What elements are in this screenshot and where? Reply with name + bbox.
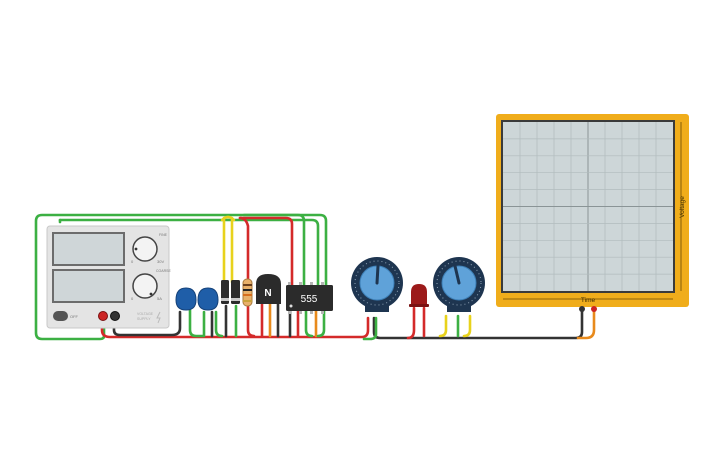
display-voltage bbox=[52, 232, 125, 266]
oscilloscope-grid bbox=[503, 122, 673, 291]
pot1-indicator bbox=[375, 264, 380, 285]
pot2-indicator bbox=[453, 264, 461, 285]
transistor-label: N bbox=[264, 288, 271, 299]
wire-yellow-top[interactable] bbox=[220, 215, 236, 222]
diode-1[interactable] bbox=[221, 280, 229, 304]
ic-pins bbox=[288, 282, 324, 314]
knob-current-indicator bbox=[149, 292, 153, 296]
wire-yellow-pot2[interactable] bbox=[438, 314, 448, 338]
wire-green-ic-5[interactable] bbox=[316, 308, 326, 338]
power-supply[interactable]: FINE COARSE 30V 5A 0 0 OFF VOLTAGE SUPPL… bbox=[46, 225, 171, 329]
potentiometer-2[interactable] bbox=[433, 257, 485, 312]
label-coarse: COARSE bbox=[156, 269, 171, 273]
wire-yellow-pot2b[interactable] bbox=[462, 314, 472, 338]
label-zero-v: 0 bbox=[131, 259, 134, 264]
power-switch-label: OFF bbox=[70, 314, 79, 319]
scope-probe-negative[interactable] bbox=[579, 306, 585, 312]
wire-red-led-1[interactable] bbox=[406, 306, 416, 340]
ic-pin1-marker bbox=[289, 304, 293, 308]
wire-green-top-2[interactable] bbox=[242, 213, 306, 288]
wire-green-ic-3[interactable] bbox=[304, 308, 314, 338]
potentiometer-1[interactable] bbox=[351, 257, 403, 312]
oscilloscope[interactable]: Time Voltage bbox=[496, 114, 689, 312]
knob-current[interactable] bbox=[132, 273, 158, 299]
ceramic-capacitor-1[interactable] bbox=[175, 287, 197, 311]
wire-red-top-1[interactable] bbox=[238, 216, 294, 288]
ic-label: 555 bbox=[301, 294, 318, 305]
npn-transistor[interactable]: N bbox=[256, 274, 281, 304]
wire-black-bottom-main[interactable] bbox=[112, 310, 182, 337]
wire-red-resistor[interactable] bbox=[238, 216, 250, 282]
scope-probe-positive[interactable] bbox=[591, 306, 597, 312]
diode-2[interactable] bbox=[231, 280, 240, 304]
label-fine: FINE bbox=[159, 233, 168, 237]
terminal-negative[interactable] bbox=[110, 311, 120, 321]
label-5a: 5A bbox=[157, 296, 162, 301]
scope-time-label: Time bbox=[581, 297, 596, 304]
red-led[interactable] bbox=[409, 284, 429, 307]
wire-orange-scope[interactable] bbox=[576, 308, 596, 340]
wire-green-cap2[interactable] bbox=[214, 310, 224, 338]
knob-voltage[interactable] bbox=[132, 236, 158, 262]
knob-voltage-indicator bbox=[134, 247, 138, 251]
display-current bbox=[52, 269, 125, 303]
label-zero-a: 0 bbox=[131, 296, 134, 301]
lightning-icon bbox=[156, 311, 161, 324]
resistor[interactable] bbox=[242, 278, 253, 307]
scope-voltage-label: Voltage bbox=[679, 196, 686, 218]
wire-green-cap1[interactable] bbox=[188, 308, 206, 338]
ceramic-capacitor-2[interactable] bbox=[197, 287, 219, 311]
terminal-positive[interactable] bbox=[98, 311, 108, 321]
brand-line-2: SUPPLY bbox=[137, 317, 151, 321]
timer-ic-555[interactable]: 555 bbox=[286, 282, 333, 314]
wires bbox=[34, 213, 596, 341]
wire-red-res-bottom[interactable] bbox=[246, 304, 256, 338]
wire-green-outer-loop[interactable] bbox=[34, 213, 328, 341]
wire-green-pot1[interactable] bbox=[362, 316, 378, 341]
wire-black-long[interactable] bbox=[372, 308, 584, 340]
wire-green-loop-2[interactable] bbox=[58, 218, 320, 288]
label-30v: 30V bbox=[157, 259, 164, 264]
brand-line-1: VOLTAGE bbox=[137, 312, 154, 316]
power-switch[interactable] bbox=[53, 311, 68, 321]
